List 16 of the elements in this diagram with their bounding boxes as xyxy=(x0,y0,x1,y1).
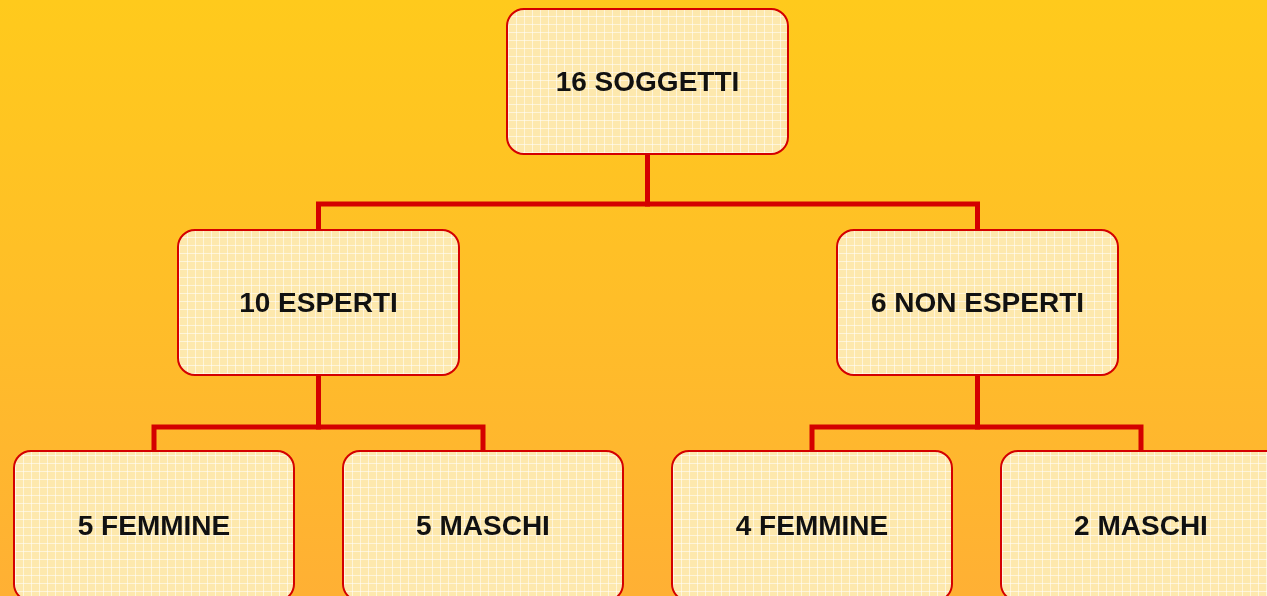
group-label: 2 MASCHI xyxy=(1074,510,1208,542)
connector-line xyxy=(975,376,1144,450)
group-box xyxy=(342,450,624,596)
group-label: 4 FEMMINE xyxy=(735,510,889,542)
group-box xyxy=(836,229,1119,376)
group-label: 16 SOGGETTI xyxy=(555,65,740,98)
group-label: 10 ESPERTI xyxy=(239,286,398,319)
group-label: 5 MASCHI xyxy=(416,510,550,542)
connector-line xyxy=(316,376,486,450)
group-box xyxy=(177,229,460,376)
group-label: 5 FEMMINE xyxy=(77,510,231,542)
group-label: 6 NON ESPERTI xyxy=(870,286,1085,319)
group-box xyxy=(1000,450,1267,596)
group-box xyxy=(671,450,953,596)
group-box xyxy=(506,8,789,155)
group-box xyxy=(13,450,295,596)
